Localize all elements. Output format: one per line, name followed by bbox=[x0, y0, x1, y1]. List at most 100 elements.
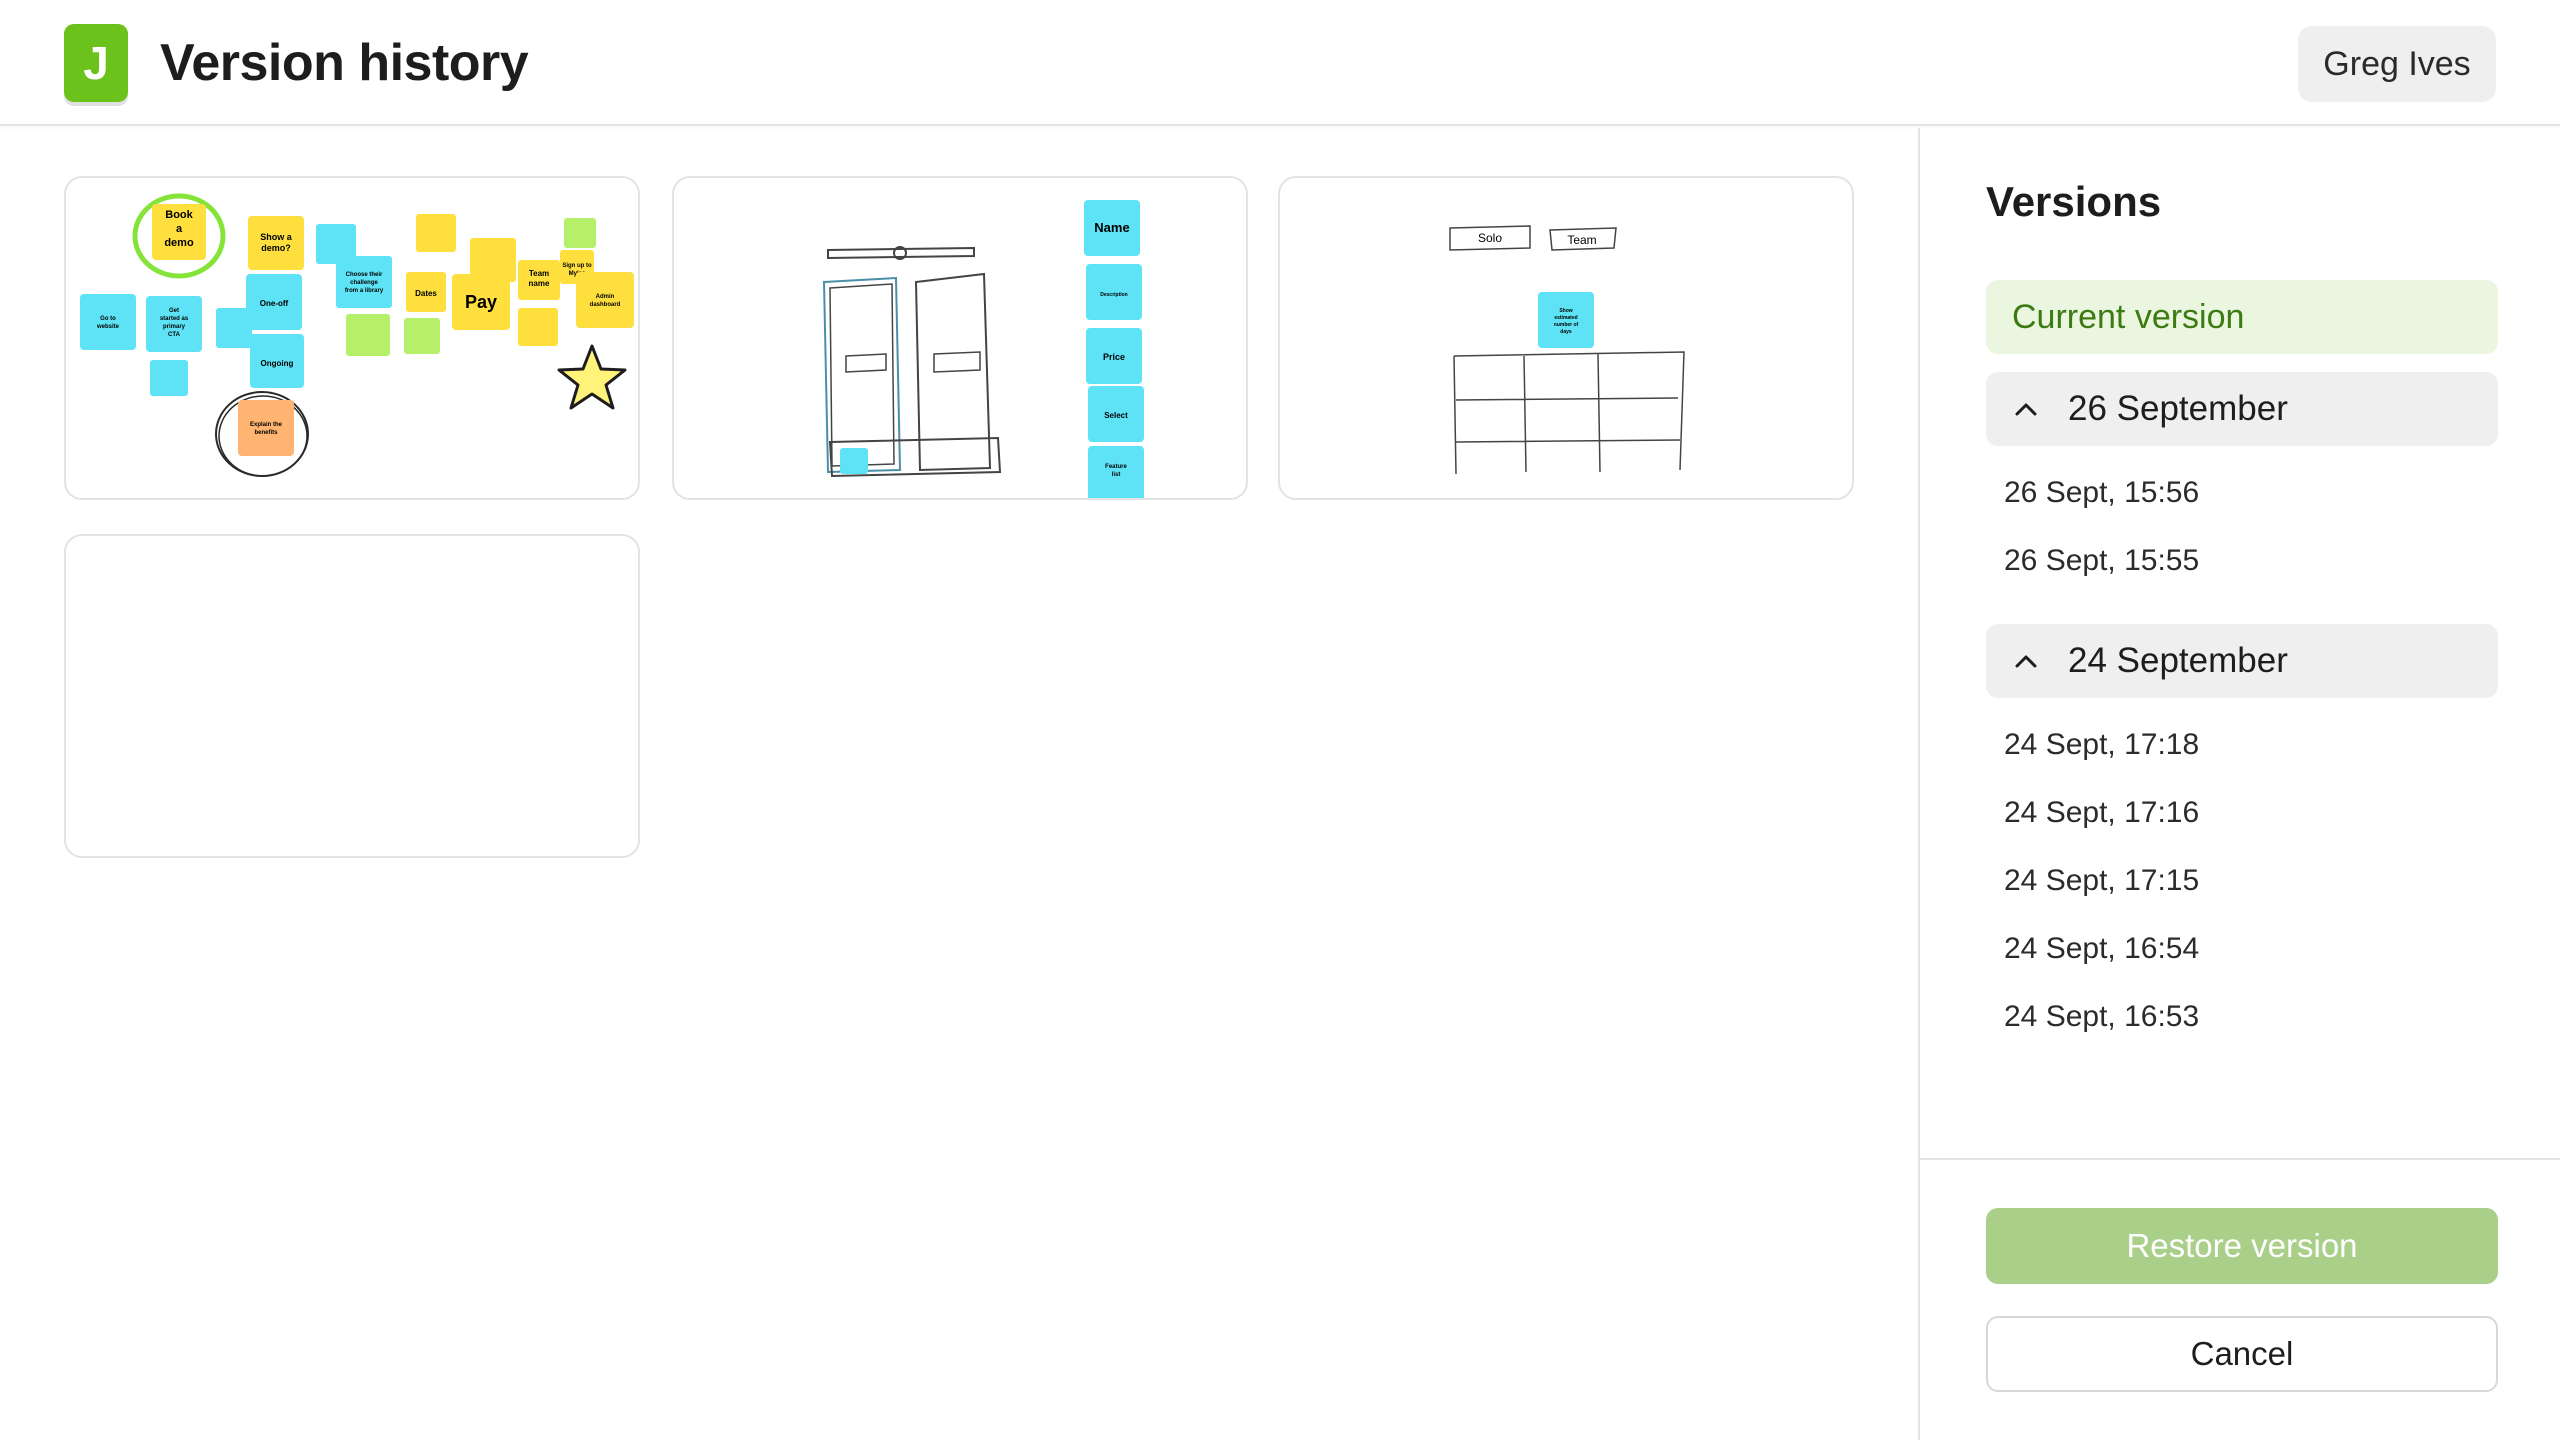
sticky-note bbox=[150, 360, 188, 396]
version-entry[interactable]: 24 Sept, 17:15 bbox=[2004, 864, 2200, 897]
current-version-item[interactable]: Current version bbox=[1986, 280, 2498, 354]
page-title: Version history bbox=[160, 34, 529, 92]
note-text: benefits bbox=[254, 430, 278, 436]
board-2-canvas: Name Description Price Select Feature li… bbox=[822, 200, 1144, 498]
sketch-label: Solo bbox=[1478, 231, 1502, 245]
note-text: Show bbox=[1559, 308, 1572, 314]
sketch-box bbox=[829, 283, 895, 467]
note-text: Pay bbox=[465, 292, 497, 312]
version-entry[interactable]: 24 Sept, 17:16 bbox=[2004, 796, 2200, 829]
note-text: Select bbox=[1104, 411, 1128, 420]
sidebar-divider bbox=[1920, 1158, 2560, 1160]
sticky-note bbox=[470, 238, 516, 282]
app-logo[interactable]: J bbox=[64, 24, 128, 102]
sticky-note bbox=[518, 260, 560, 300]
note-text: demo? bbox=[261, 243, 291, 253]
note-text: from a library bbox=[345, 288, 384, 294]
version-entry[interactable]: 26 Sept, 15:56 bbox=[2004, 476, 2200, 509]
cancel-button[interactable]: Cancel bbox=[1986, 1316, 2498, 1392]
note-text: Team bbox=[529, 269, 549, 278]
sketch-line bbox=[827, 246, 975, 260]
sticky-note bbox=[238, 400, 294, 456]
sticky-note bbox=[248, 216, 304, 270]
sticky-note bbox=[336, 256, 392, 308]
current-version-label: Current version bbox=[2012, 297, 2245, 336]
sketch-box bbox=[914, 272, 992, 472]
chevron-up-icon bbox=[2014, 649, 2038, 673]
sticky-note bbox=[216, 308, 252, 348]
board-thumbnail-1[interactable]: Book a demo Show a demo? Choose their ch… bbox=[64, 176, 640, 500]
board-thumbnail-4[interactable] bbox=[64, 534, 640, 858]
note-text: estimated bbox=[1554, 315, 1577, 321]
sticky-note bbox=[1088, 386, 1144, 442]
sticky-note bbox=[576, 272, 634, 328]
note-text: Ongoing bbox=[261, 359, 294, 368]
sticky-note bbox=[406, 272, 446, 312]
app-header: J Version history Greg Ives bbox=[0, 0, 2560, 126]
sketch-box bbox=[822, 276, 902, 474]
sketch-box bbox=[845, 353, 887, 373]
board-1-canvas: Book a demo Show a demo? Choose their ch… bbox=[80, 193, 634, 477]
sketch-circle bbox=[893, 246, 907, 260]
sticky-note bbox=[146, 296, 202, 352]
note-text: primary bbox=[163, 324, 186, 330]
version-group-label: 24 September bbox=[2068, 641, 2288, 680]
note-text: Sign up to bbox=[562, 263, 592, 269]
note-text: challenge bbox=[350, 280, 378, 286]
version-group-26-september[interactable]: 26 September bbox=[1986, 372, 2498, 446]
board-thumbnail-3[interactable]: Solo Team Show estimated number of days bbox=[1278, 176, 1854, 500]
user-menu-button[interactable]: Greg Ives bbox=[2298, 26, 2496, 102]
sticky-note bbox=[518, 308, 558, 346]
restore-version-button[interactable]: Restore version bbox=[1986, 1208, 2498, 1284]
sticky-note bbox=[80, 294, 136, 350]
sticky-note bbox=[452, 274, 510, 330]
sticky-note bbox=[564, 218, 596, 248]
note-text: dashboard bbox=[590, 302, 621, 308]
version-entry[interactable]: 24 Sept, 16:54 bbox=[2004, 932, 2200, 965]
note-text: CTA bbox=[168, 332, 181, 338]
note-text: Book bbox=[165, 209, 193, 221]
sketch-circle bbox=[218, 395, 308, 477]
note-text: Choose their bbox=[346, 272, 383, 278]
sticky-note bbox=[246, 274, 302, 330]
highlight-circle bbox=[132, 193, 226, 279]
chevron-up-icon bbox=[2014, 397, 2038, 421]
version-entry[interactable]: 24 Sept, 17:18 bbox=[2004, 728, 2200, 761]
version-group-24-september[interactable]: 24 September bbox=[1986, 624, 2498, 698]
note-text: Get bbox=[169, 308, 179, 314]
sticky-note bbox=[1086, 328, 1142, 384]
version-entry[interactable]: 24 Sept, 16:53 bbox=[2004, 1000, 2200, 1033]
note-text: Description bbox=[1100, 292, 1128, 298]
note-text: Explain the bbox=[250, 422, 283, 428]
sketch-box bbox=[1549, 227, 1617, 251]
note-text: number of bbox=[1554, 322, 1579, 328]
sticky-note bbox=[1084, 200, 1140, 256]
note-text: Name bbox=[1094, 220, 1129, 235]
sticky-note bbox=[416, 214, 456, 252]
sticky-note bbox=[346, 314, 390, 356]
board-gallery: Book a demo Show a demo? Choose their ch… bbox=[0, 128, 1918, 1440]
sketch-label: Team bbox=[1567, 233, 1596, 247]
version-group-label: 26 September bbox=[2068, 389, 2288, 428]
note-text: Dates bbox=[415, 289, 437, 298]
sketch-box bbox=[1449, 225, 1531, 251]
versions-sidebar: Versions Current version 26 September 26… bbox=[1918, 128, 2560, 1440]
logo-letter: J bbox=[83, 37, 109, 89]
board-thumbnail-2[interactable]: Name Description Price Select Feature li… bbox=[672, 176, 1248, 500]
sticky-note bbox=[152, 204, 206, 260]
sticky-note bbox=[840, 448, 868, 474]
sticky-note bbox=[1088, 446, 1144, 498]
sticky-note bbox=[404, 318, 440, 354]
sticky-note bbox=[1538, 292, 1594, 348]
sticky-note bbox=[1086, 264, 1142, 320]
note-text: started as bbox=[160, 316, 189, 322]
sketch-box bbox=[828, 436, 1002, 478]
note-text: Go to bbox=[100, 316, 116, 322]
sticky-note bbox=[250, 334, 304, 388]
note-text: website bbox=[96, 324, 120, 330]
board-3-canvas: Solo Team Show estimated number of days bbox=[1449, 225, 1685, 475]
versions-title: Versions bbox=[1986, 178, 2162, 225]
sticky-note bbox=[316, 224, 356, 264]
star-icon bbox=[557, 344, 627, 410]
version-entry[interactable]: 26 Sept, 15:55 bbox=[2004, 544, 2200, 577]
